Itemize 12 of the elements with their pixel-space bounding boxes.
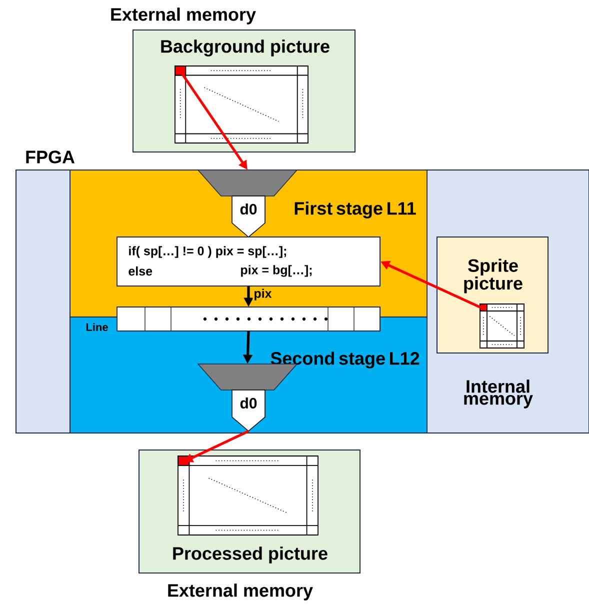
side-label: Line bbox=[86, 322, 108, 332]
image-grid-drawing bbox=[174, 66, 308, 144]
edge-label: pix bbox=[252, 288, 273, 302]
image-grid-drawing bbox=[178, 456, 318, 536]
side-label: Internal memory bbox=[464, 380, 533, 408]
line-buffer-bar bbox=[116, 306, 380, 332]
register-pentagon: d0 bbox=[232, 196, 266, 238]
node-label: FPGA bbox=[26, 150, 75, 164]
register-pentagon: d0 bbox=[232, 390, 266, 432]
side-label: External memory bbox=[168, 584, 313, 600]
side-label: External memory bbox=[111, 8, 256, 24]
image-grid-drawing bbox=[480, 304, 524, 348]
